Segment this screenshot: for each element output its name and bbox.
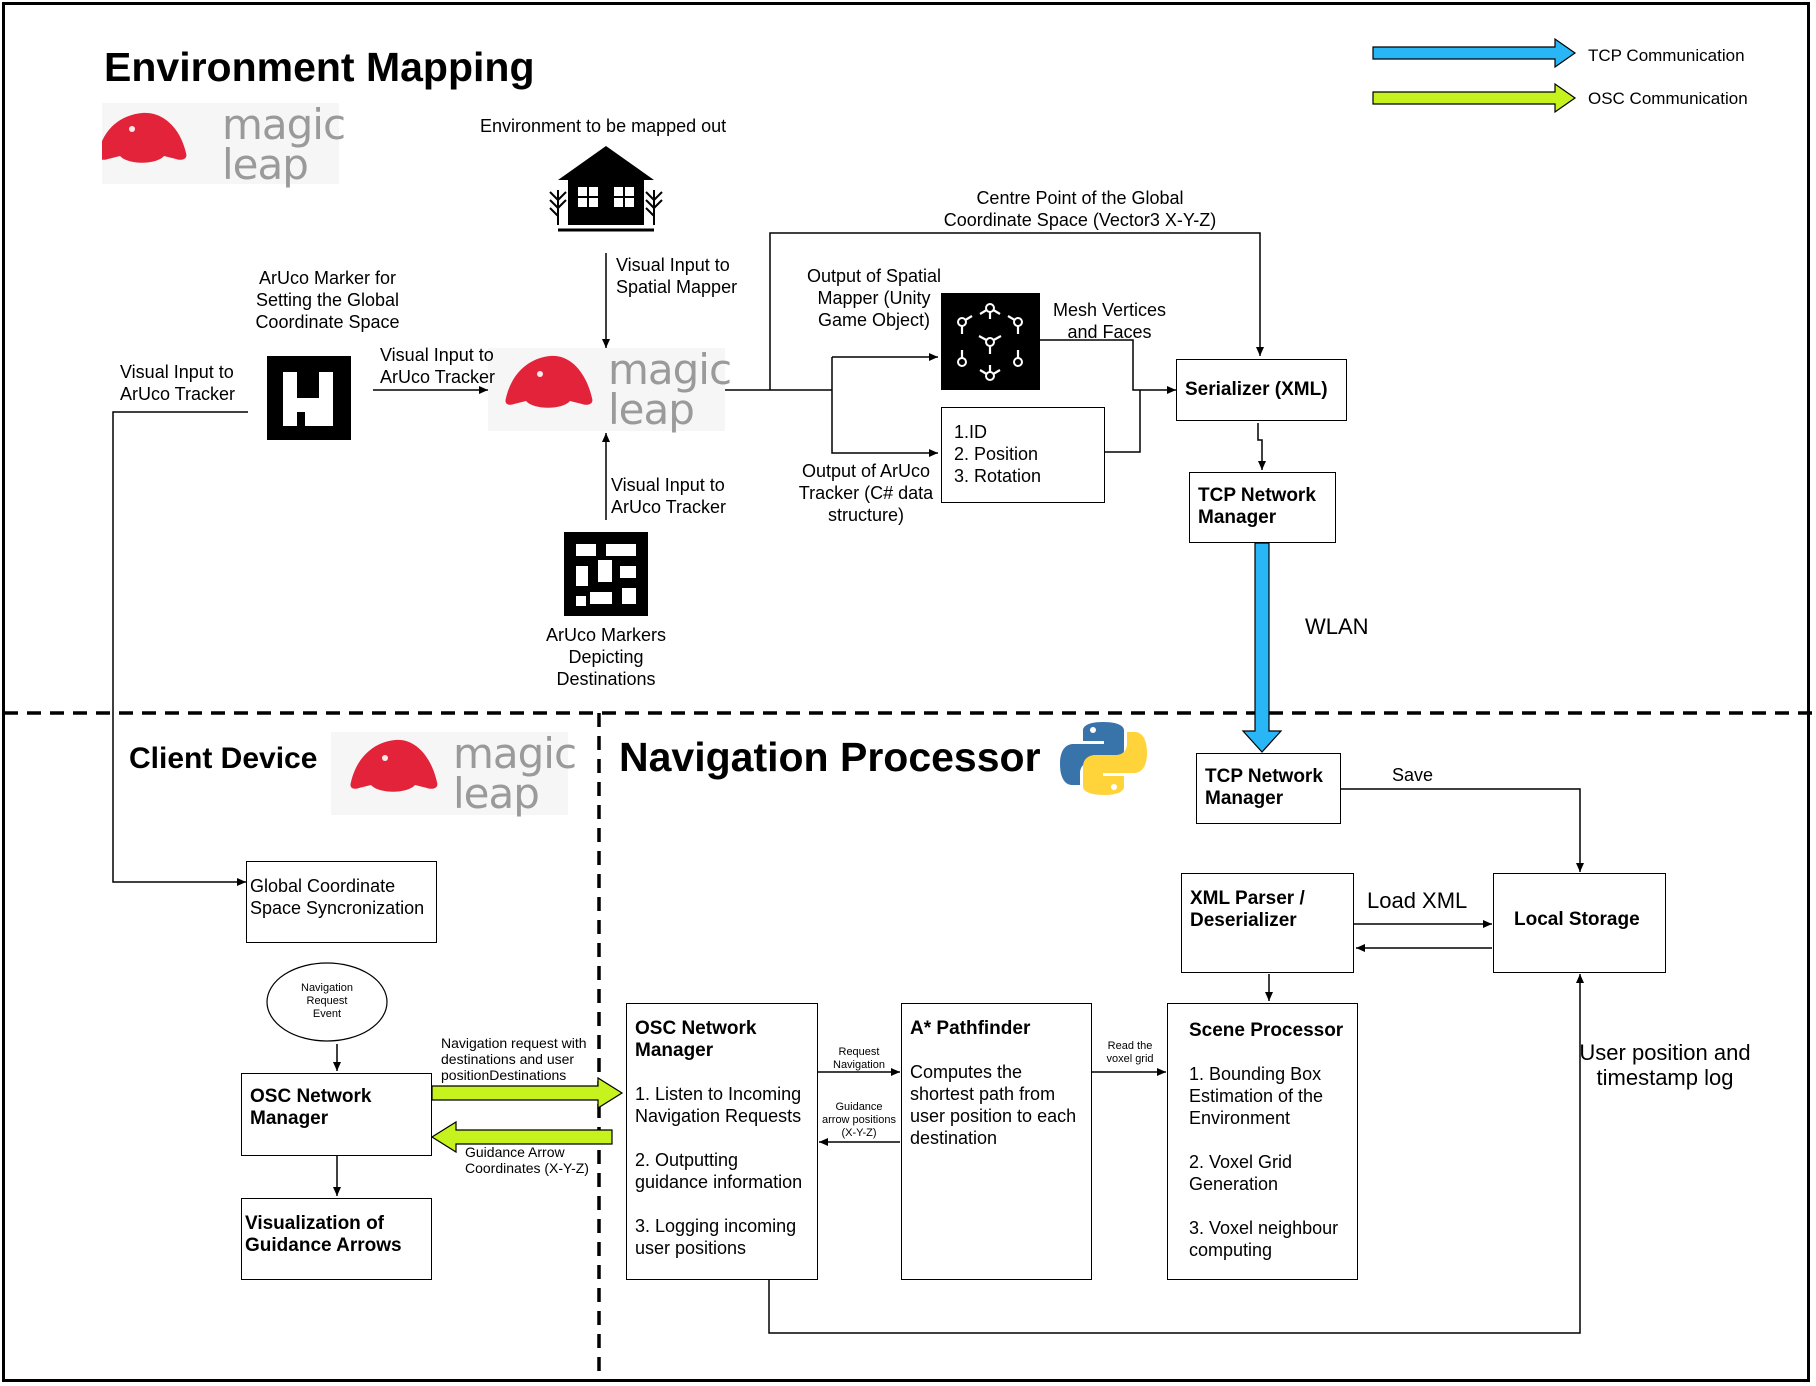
magic-leap-logo-text: magic leap [453, 729, 577, 818]
legend-tcp-arrow [1372, 37, 1577, 69]
aruco-output-label: Output of ArUco Tracker (C# data structu… [798, 461, 934, 525]
tracker-fields-text: 1.ID 2. Position 3. Rotation [954, 422, 1042, 486]
nav-request-label: Navigation request with destinations and… [441, 1035, 587, 1083]
astar-pathfinder-box: A* Pathfinder Computes the shortest path… [901, 1003, 1092, 1280]
wlan-label: WLAN [1305, 614, 1369, 639]
magic-leap-logo-text: magic leap [222, 100, 346, 189]
tcp-manager-env-box: TCP Network Manager [1189, 472, 1336, 543]
osc-request-arrow [431, 1076, 624, 1110]
client-osc-manager-box: OSC Network Manager [241, 1073, 432, 1156]
osc-guidance-arrow [430, 1120, 613, 1154]
legend-tcp-label: TCP Communication [1588, 46, 1745, 65]
aruco-destinations-label: ArUco Markers Depicting Destinations [545, 625, 666, 689]
python-logo-icon [1060, 722, 1147, 795]
scene-processor-title: Scene Processor [1189, 1020, 1344, 1041]
nav-request-event-node [266, 962, 388, 1042]
read-voxel-label: Read the voxel grid [1106, 1040, 1154, 1065]
xml-parser-label: XML Parser / Deserializer [1190, 888, 1305, 931]
visual-to-aruco-mid-label: Visual Input to ArUco Tracker [380, 345, 496, 387]
spatial-mesh-icon [941, 293, 1040, 390]
local-storage-label: Local Storage [1514, 909, 1640, 930]
spatial-output-label: Output of Spatial Mapper (Unity Game Obj… [806, 266, 942, 330]
wlan-tcp-arrow [1241, 542, 1283, 753]
house-icon [549, 146, 663, 232]
guidance-positions-label: Guidance arrow positions (X-Y-Z) [822, 1101, 896, 1139]
scene-processor-items: 1. Bounding Box Estimation of the Enviro… [1189, 1064, 1339, 1260]
environment-label: Environment to be mapped out [480, 116, 727, 136]
nav-event-label: Navigation Request Event [301, 982, 353, 1020]
section-title-client-device: Client Device [129, 742, 318, 775]
visual-to-aruco-bottom-label: Visual Input to ArUco Tracker [611, 475, 727, 517]
visualization-label: Visualization of Guidance Arrows [245, 1213, 402, 1256]
global-sync-label: Global Coordinate Space Syncronization [250, 876, 425, 918]
guidance-coords-label: Guidance Arrow Coordinates (X-Y-Z) [465, 1144, 589, 1176]
load-xml-label: Load XML [1367, 888, 1468, 913]
local-storage-box: Local Storage [1493, 873, 1666, 973]
astar-title: A* Pathfinder [910, 1018, 1031, 1039]
legend-osc-label: OSC Communication [1588, 89, 1748, 108]
tcp-manager-processor-label: TCP Network Manager [1205, 766, 1323, 809]
visual-to-aruco-left-label: Visual Input to ArUco Tracker [120, 362, 236, 404]
visual-to-spatial-label: Visual Input to Spatial Mapper [616, 255, 738, 297]
tcp-manager-processor-box: TCP Network Manager [1196, 753, 1341, 824]
scene-processor-box: Scene Processor 1. Bounding Box Estimati… [1167, 1003, 1358, 1280]
serializer-box: Serializer (XML) [1176, 359, 1347, 421]
magic-leap-logo-header: magic leap [102, 103, 346, 186]
magic-leap-logo-text: magic leap [608, 345, 732, 434]
legend-osc-arrow [1372, 82, 1577, 114]
xml-parser-box: XML Parser / Deserializer [1181, 873, 1354, 973]
visualization-box: Visualization of Guidance Arrows [241, 1198, 432, 1280]
osc-manager-processor-box: OSC Network Manager 1. Listen to Incomin… [626, 1003, 818, 1280]
tcp-manager-env-label: TCP Network Manager [1198, 485, 1316, 528]
request-nav-label: Request Navigation [833, 1046, 885, 1071]
section-title-navigation-processor: Navigation Processor [619, 734, 1041, 780]
mesh-label: Mesh Vertices and Faces [1052, 300, 1167, 342]
client-osc-manager-label: OSC Network Manager [250, 1086, 372, 1129]
save-label: Save [1392, 765, 1434, 785]
osc-manager-items: 1. Listen to Incoming Navigation Request… [635, 1084, 803, 1258]
centre-point-label: Centre Point of the Global Coordinate Sp… [943, 188, 1217, 230]
osc-manager-title: OSC Network Manager [635, 1018, 757, 1061]
astar-description: Computes the shortest path from user pos… [910, 1062, 1077, 1148]
serializer-label: Serializer (XML) [1185, 379, 1328, 400]
global-sync-box: Global Coordinate Space Syncronization [246, 861, 437, 943]
magic-leap-logo-client: magic leap [331, 732, 577, 815]
aruco-global-marker [267, 356, 351, 440]
section-title-environment-mapping: Environment Mapping [104, 44, 535, 90]
magic-leap-device-center: magic leap [488, 348, 732, 431]
tracker-fields-box: 1.ID 2. Position 3. Rotation [941, 407, 1105, 503]
aruco-destination-marker [564, 532, 648, 616]
aruco-global-label: ArUco Marker for Setting the Global Coor… [255, 268, 400, 332]
user-log-label: User position and timestamp log [1579, 1040, 1751, 1090]
